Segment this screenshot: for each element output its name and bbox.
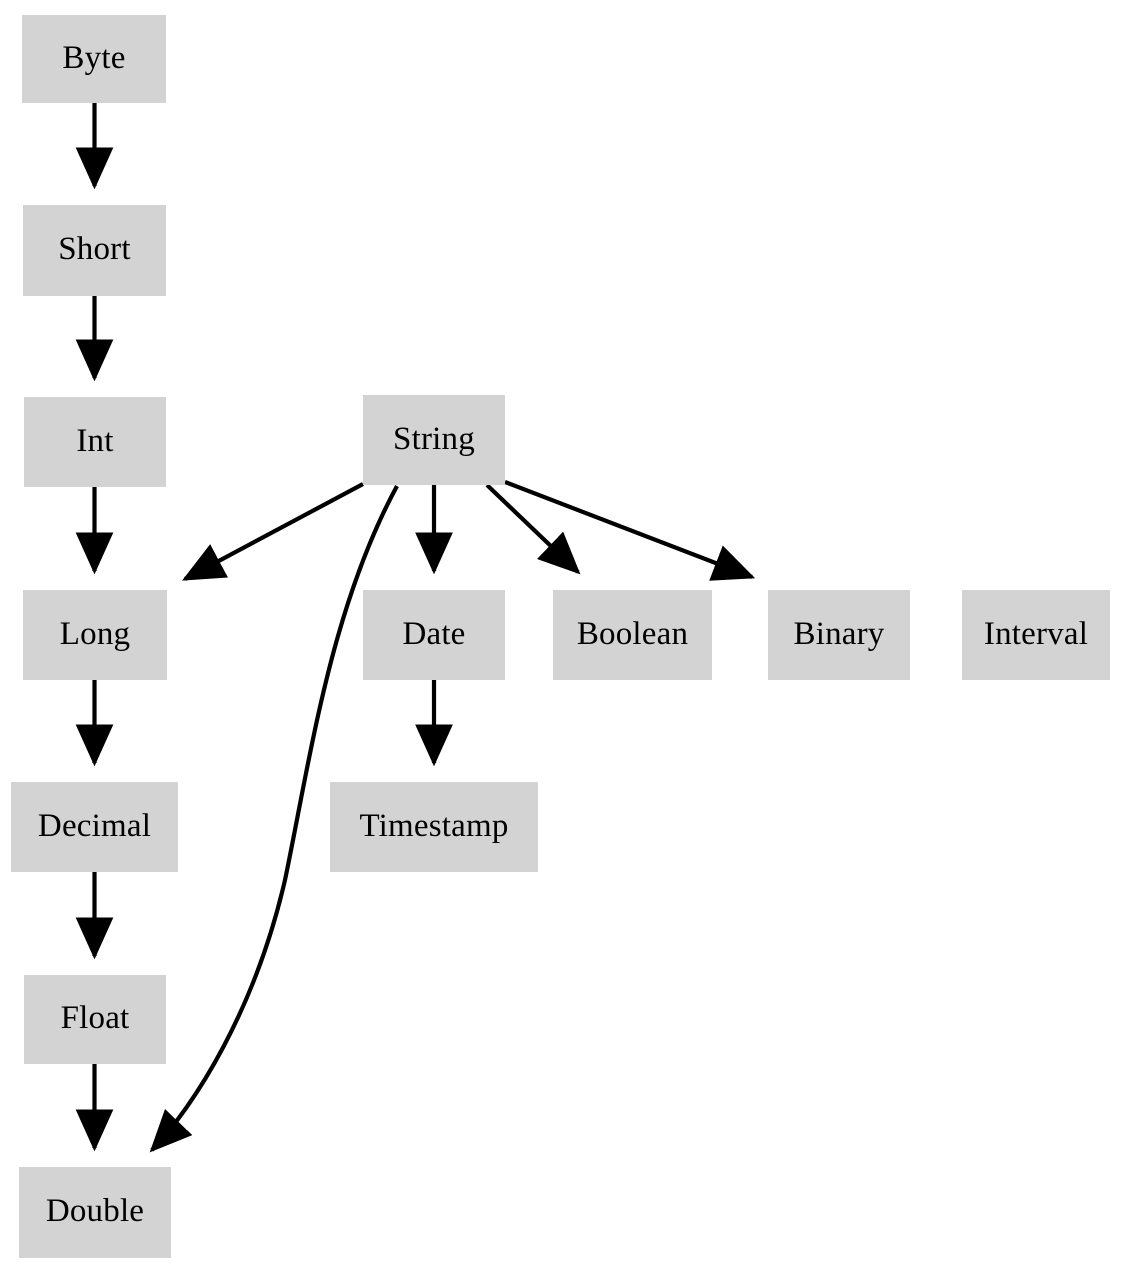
node-decimal[interactable]: Decimal	[11, 782, 178, 872]
edge-string-binary	[504, 480, 756, 581]
edge-string-boolean	[485, 483, 581, 575]
node-label-short: Short	[58, 231, 131, 267]
node-label-decimal: Decimal	[37, 807, 152, 844]
node-int[interactable]: Int	[24, 397, 166, 487]
node-label-interval: Interval	[983, 615, 1089, 652]
node-label-boolean: Boolean	[576, 615, 689, 652]
node-byte[interactable]: Byte	[22, 15, 166, 103]
node-label-float: Float	[60, 1000, 130, 1036]
node-label-double: Double	[45, 1193, 145, 1229]
node-label-int: Int	[76, 422, 114, 459]
node-interval[interactable]: Interval	[962, 590, 1110, 680]
node-timestamp[interactable]: Timestamp	[330, 782, 538, 872]
node-short[interactable]: Short	[23, 205, 166, 296]
node-date[interactable]: Date	[363, 590, 505, 680]
node-label-timestamp: Timestamp	[359, 807, 509, 844]
node-long[interactable]: Long	[23, 590, 167, 680]
node-label-byte: Byte	[62, 39, 126, 76]
node-binary[interactable]: Binary	[768, 590, 910, 680]
edge-string-long	[182, 482, 364, 581]
node-float[interactable]: Float	[24, 975, 166, 1064]
node-label-binary: Binary	[793, 615, 885, 652]
node-label-long: Long	[59, 615, 131, 652]
node-double[interactable]: Double	[19, 1167, 171, 1258]
node-label-date: Date	[402, 615, 466, 652]
node-boolean[interactable]: Boolean	[553, 590, 712, 680]
node-string[interactable]: String	[363, 395, 505, 485]
node-label-string: String	[393, 420, 475, 457]
